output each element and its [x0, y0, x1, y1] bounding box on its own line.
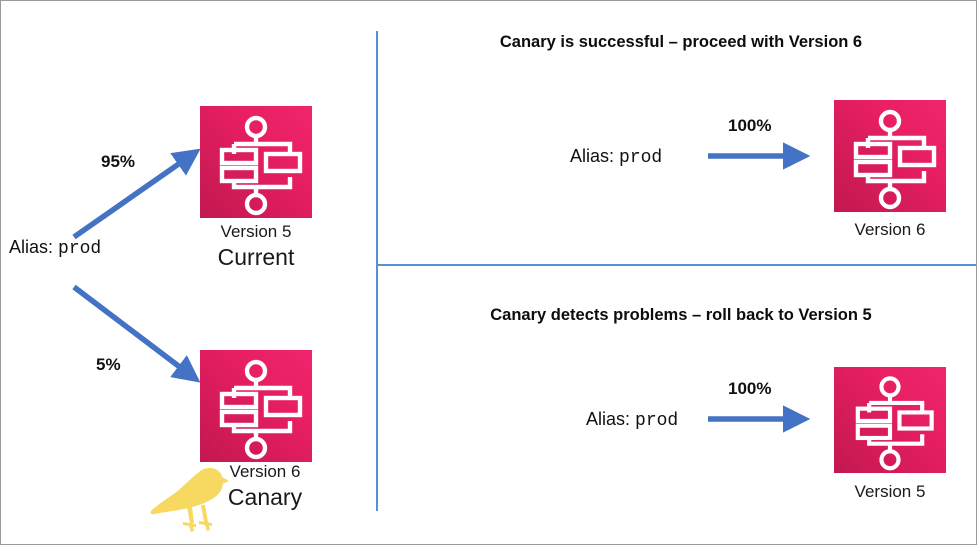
- weight-label-95: 95%: [101, 152, 136, 171]
- weight-label-5: 5%: [96, 355, 121, 374]
- alias-value: prod: [619, 148, 663, 168]
- tile-success-version-6[interactable]: [834, 100, 946, 212]
- caption-rollback-version: Version 5: [854, 482, 926, 501]
- alias-key: Alias:: [570, 146, 615, 166]
- state-machine-icon: [853, 109, 937, 210]
- left-alias-label: Alias: prod: [9, 237, 101, 259]
- heading-rollback: Canary detects problems – roll back to V…: [490, 306, 872, 324]
- horizontal-divider: [376, 264, 976, 266]
- version-label: Version 6: [229, 462, 301, 481]
- version-label: Version 5: [220, 222, 292, 241]
- alias-key: Alias:: [586, 409, 631, 429]
- alias-key: Alias:: [9, 237, 54, 257]
- state-machine-icon: [219, 359, 303, 460]
- state-machine-icon: [855, 376, 934, 471]
- alias-value: prod: [58, 239, 102, 259]
- tile-version-5-current[interactable]: [200, 106, 312, 218]
- state-machine-icon: [219, 115, 303, 216]
- arrow-5-percent: [71, 283, 206, 391]
- arrow-100-percent-success: [706, 141, 816, 171]
- weight-label-100-success: 100%: [728, 116, 772, 135]
- rollback-alias-label: Alias: prod: [586, 409, 678, 431]
- arrow-95-percent: [71, 141, 206, 241]
- weight-label-100-rollback: 100%: [728, 379, 772, 398]
- tile-version-6-canary[interactable]: [200, 350, 312, 462]
- role-label: Current: [217, 243, 295, 270]
- heading-success: Canary is successful – proceed with Vers…: [499, 33, 863, 51]
- success-alias-label: Alias: prod: [570, 146, 662, 168]
- role-label: Canary: [227, 483, 303, 510]
- alias-value: prod: [635, 411, 679, 431]
- vertical-divider: [376, 31, 378, 511]
- canary-bird-icon: [147, 462, 229, 534]
- caption-version-5: Version 5 Current: [180, 222, 332, 271]
- caption-version-6-canary: Version 6 Canary: [200, 462, 330, 511]
- arrow-100-percent-rollback: [706, 404, 816, 434]
- tile-rollback-version-5[interactable]: [834, 367, 946, 473]
- caption-success-version: Version 6: [854, 220, 926, 239]
